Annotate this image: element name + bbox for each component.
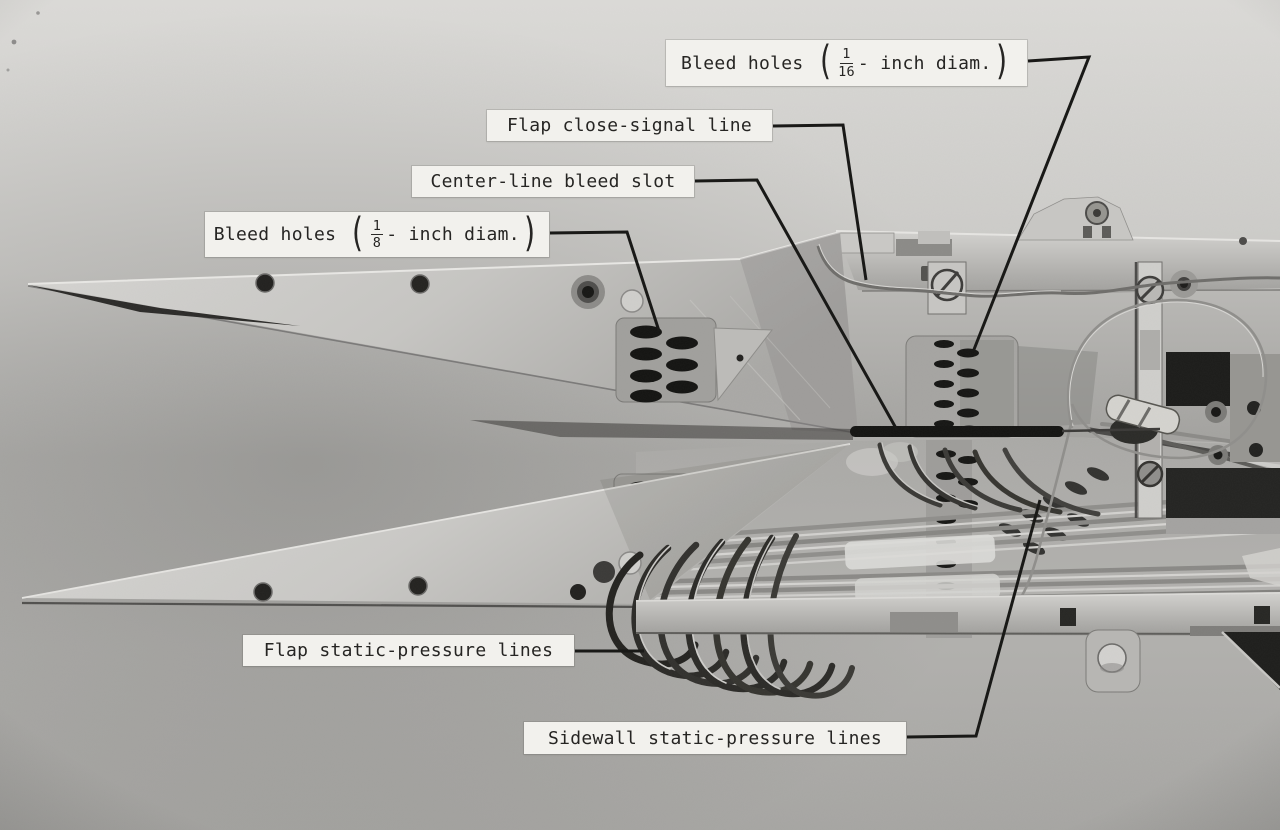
fraction-one-sixteenth: 1 16 (838, 46, 855, 80)
label-text: Flap close-signal line (506, 115, 752, 136)
label-text: Bleed holes (681, 52, 804, 74)
label-text: Flap static-pressure lines (263, 640, 554, 661)
label-flap-static-pressure-lines: Flap static-pressure lines (243, 635, 574, 666)
leader-sidewall-static-pressure (906, 499, 1042, 739)
leader-lines (549, 55, 1092, 739)
paren-open: ( (816, 38, 834, 84)
leader-center-line-bleed-slot (694, 178, 899, 431)
paren-close: ) (993, 38, 1011, 84)
label-text: - inch diam. (386, 224, 520, 245)
fraction-one-eighth: 1 8 (370, 217, 384, 251)
label-bleed-holes-sixteenth: Bleed holes ( 1 16 - inch diam. ) (666, 40, 1027, 86)
leader-flap-close-signal (772, 123, 868, 281)
label-bleed-holes-eighth: Bleed holes ( 1 8 - inch diam. ) (205, 212, 549, 257)
paren-close: ) (521, 209, 539, 256)
label-text: - inch diam. (857, 52, 992, 74)
label-text: Bleed holes (213, 224, 337, 245)
leader-bleed-holes-eighth (549, 230, 661, 332)
label-text: Center-line bleed slot (430, 171, 676, 192)
label-sidewall-static-pressure-lines: Sidewall static-pressure lines (524, 722, 906, 754)
leader-bleed-holes-sixteenth (971, 55, 1092, 353)
label-flap-close-signal-line: Flap close-signal line (487, 110, 772, 141)
label-text: Sidewall static-pressure lines (547, 727, 883, 749)
label-center-line-bleed-slot: Center-line bleed slot (412, 166, 694, 197)
paren-open: ( (349, 209, 367, 256)
